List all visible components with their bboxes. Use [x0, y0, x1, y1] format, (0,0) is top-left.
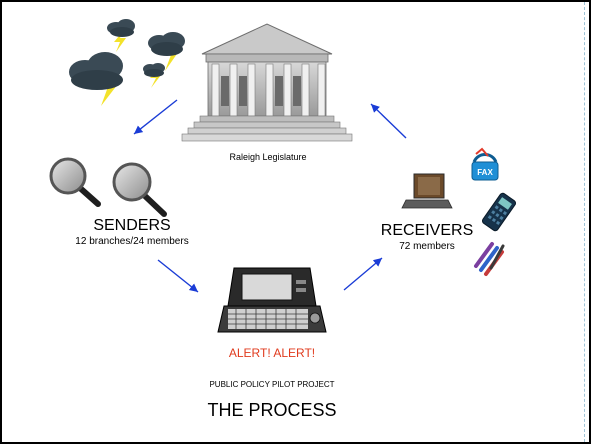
arrow-receivers-to-legislature [370, 103, 407, 139]
fax-phone-icon: FAX [471, 147, 499, 181]
receivers-subtitle: 72 members [399, 241, 455, 252]
senders-subtitle: 12 branches/24 members [75, 236, 189, 247]
storm-cloud-icon [148, 32, 185, 71]
computer-terminal-icon [217, 267, 327, 333]
magnifying-glass-icon [49, 157, 101, 207]
storm-cloud-icon [69, 52, 123, 106]
arrow-legislature-to-senders [133, 99, 178, 135]
arrow-senders-to-alert [157, 259, 199, 293]
government-building-icon [181, 23, 353, 142]
fax-label: FAX [477, 168, 493, 177]
receivers-title: RECEIVERS [380, 222, 474, 239]
senders-title: SENDERS [93, 217, 171, 234]
magnifying-glass-icon [112, 162, 167, 217]
pens-icon [474, 242, 505, 276]
process-title: THE PROCESS [207, 400, 337, 420]
calculator-icon [481, 192, 517, 232]
storm-cloud-icon [143, 63, 165, 88]
alert-text: ALERT! ALERT! [228, 346, 316, 360]
arrow-alert-to-receivers [343, 257, 383, 291]
project-label: PUBLIC POLICY PILOT PROJECT [209, 380, 335, 389]
legislature-label: Raleigh Legislature [229, 152, 307, 162]
laptop-icon [401, 173, 453, 209]
storm-cloud-icon [107, 19, 135, 52]
flow-arrows [133, 99, 407, 293]
